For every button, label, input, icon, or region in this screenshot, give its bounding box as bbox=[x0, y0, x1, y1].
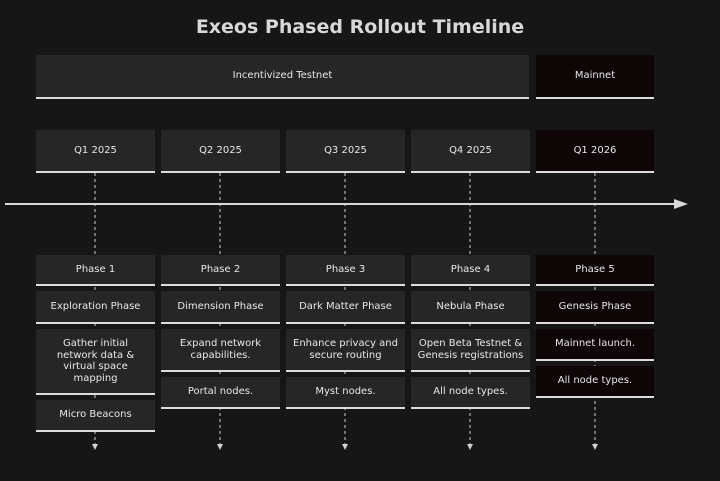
phase-3-label: Phase 3 bbox=[286, 255, 405, 286]
connector-arrow-3 bbox=[342, 444, 348, 450]
connector-arrow-2 bbox=[217, 444, 223, 450]
quarter-4: Q4 2025 bbox=[411, 130, 530, 173]
phase-4-name: Nebula Phase bbox=[411, 291, 530, 324]
phase-2-name: Dimension Phase bbox=[161, 291, 280, 324]
phase-3-nodes: Myst nodes. bbox=[286, 377, 405, 409]
phase-5-description: Mainnet launch. bbox=[536, 329, 654, 361]
phase-2-description: Expand network capabilities. bbox=[161, 329, 280, 372]
connector-arrow-1 bbox=[92, 444, 98, 450]
phase-1-name: Exploration Phase bbox=[36, 291, 155, 324]
quarter-2: Q2 2025 bbox=[161, 130, 280, 173]
stage-incentivized-testnet: Incentivized Testnet bbox=[36, 55, 529, 99]
quarter-5: Q1 2026 bbox=[536, 130, 654, 173]
phase-4-nodes: All node types. bbox=[411, 377, 530, 409]
diagram-title: Exeos Phased Rollout Timeline bbox=[195, 16, 525, 38]
phase-1-nodes: Micro Beacons bbox=[36, 400, 155, 432]
connector-arrow-5 bbox=[592, 444, 598, 450]
phase-4-label: Phase 4 bbox=[411, 255, 530, 286]
quarter-1: Q1 2025 bbox=[36, 130, 155, 173]
phase-3-description: Enhance privacy and secure routing bbox=[286, 329, 405, 372]
phase-5-name: Genesis Phase bbox=[536, 291, 654, 324]
phase-5-label: Phase 5 bbox=[536, 255, 654, 286]
connector-arrow-4 bbox=[467, 444, 473, 450]
phase-1-label: Phase 1 bbox=[36, 255, 155, 286]
phase-2-label: Phase 2 bbox=[161, 255, 280, 286]
phase-4-description: Open Beta Testnet & Genesis registration… bbox=[411, 329, 530, 372]
phase-2-nodes: Portal nodes. bbox=[161, 377, 280, 409]
quarter-3: Q3 2025 bbox=[286, 130, 405, 173]
stage-mainnet: Mainnet bbox=[536, 55, 654, 99]
phase-3-name: Dark Matter Phase bbox=[286, 291, 405, 324]
phase-1-description: Gather initial network data & virtual sp… bbox=[36, 329, 155, 395]
timeline-arrowhead bbox=[674, 199, 688, 209]
phase-5-nodes: All node types. bbox=[536, 366, 654, 398]
